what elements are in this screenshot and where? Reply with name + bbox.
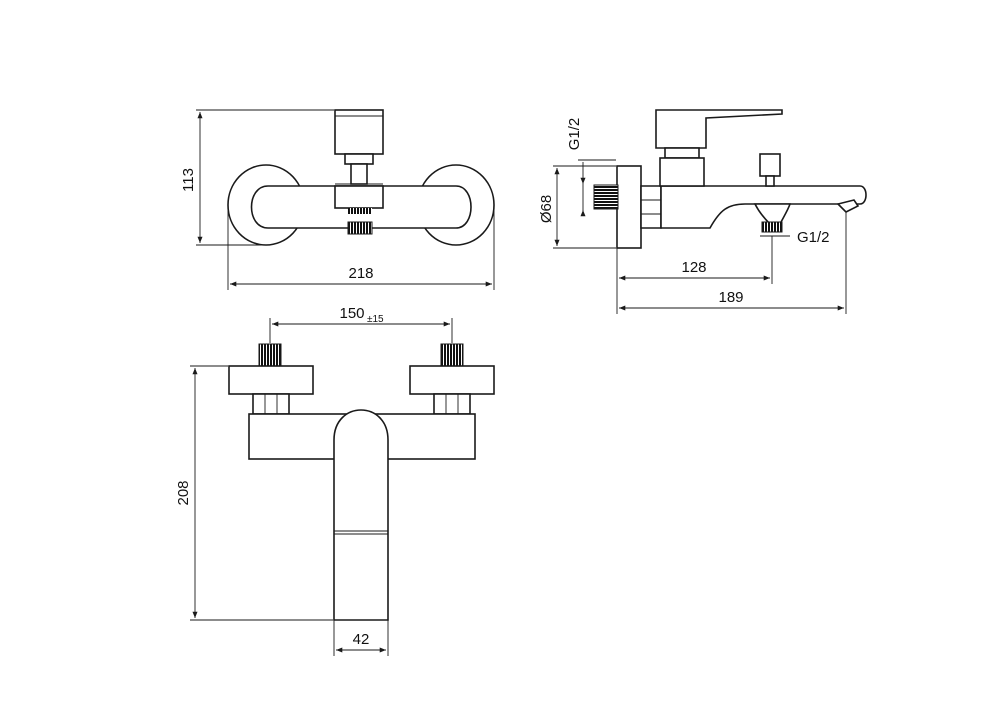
- left-wall-flange: [228, 365, 314, 395]
- dim-113: 113: [180, 168, 197, 192]
- wall-plate: [616, 165, 642, 249]
- mixer-body-side: [660, 185, 867, 229]
- front-view: 150 ±15 208 42: [175, 305, 495, 656]
- dim-150: 150: [339, 305, 364, 322]
- top-outlet-thread: [347, 221, 373, 235]
- right-inlet-thread: [440, 343, 464, 367]
- lever-handle-top: [334, 109, 384, 155]
- spout-front: [333, 409, 389, 621]
- dim-inlet-thread: G1/2: [566, 118, 583, 151]
- dim-outlet-thread: G1/2: [797, 229, 830, 246]
- left-inlet-thread: [258, 343, 282, 367]
- lever-handle-side: [655, 109, 783, 149]
- dim-208: 208: [175, 480, 192, 505]
- dim-128: 128: [681, 259, 706, 276]
- top-view: 113 218: [180, 109, 495, 290]
- dim-218: 218: [348, 265, 373, 282]
- dim-42: 42: [353, 631, 370, 648]
- inlet-thread: [593, 184, 619, 210]
- right-wall-flange: [409, 365, 495, 395]
- dim-diameter: Ø68: [538, 195, 555, 223]
- side-view: Ø68 G1/2 G1/2 128 189: [538, 109, 867, 314]
- dim-189: 189: [718, 289, 743, 306]
- side-outlet-thread: [761, 221, 783, 233]
- dim-150-tolerance: ±15: [367, 314, 384, 325]
